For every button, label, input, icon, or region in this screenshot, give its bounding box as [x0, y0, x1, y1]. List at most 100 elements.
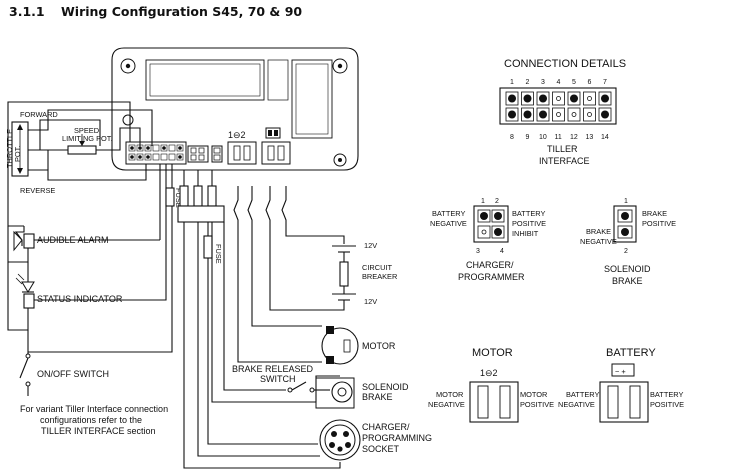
tiller-pin	[570, 94, 578, 103]
battery-section: 12V CIRCUIT BREAKER 12V	[269, 230, 397, 311]
controller-tiller-pins	[128, 144, 184, 161]
tiller-caption-1: TILLER	[547, 144, 578, 154]
socket-label-1: CHARGER/	[362, 422, 410, 432]
tiller-bottom-pin-label: 8	[510, 134, 514, 141]
tiller-interface-pins	[505, 91, 612, 122]
battery-connector: BATTERY − + BATTERY NEGATIVE BATTERY POS…	[558, 347, 684, 423]
controller-tiller-pin-cell	[152, 153, 160, 161]
controller-tiller-pin-cell	[152, 144, 160, 152]
tiller-top-pin-label: 2	[526, 79, 530, 86]
controller-tiller-pin	[130, 155, 134, 159]
fuse-2	[203, 235, 213, 259]
on-off-switch-label: ON/OFF SWITCH	[37, 369, 109, 379]
battery-pos-1: BATTERY	[650, 390, 683, 399]
tiller-pin	[601, 94, 609, 103]
controller-tiller-pin	[162, 146, 166, 150]
throttle-label-1: THROTTLE	[5, 129, 14, 168]
controller-tiller-pin	[146, 146, 150, 150]
speed-pot-label-1: SPEED	[74, 126, 99, 135]
throttle-label-2: POT.	[13, 146, 22, 162]
battery-neg-2: NEGATIVE	[558, 400, 595, 409]
tiller-caption-2: INTERFACE	[539, 156, 590, 166]
controller-tiller-pin	[178, 155, 182, 159]
tiller-bottom-pin-label: 9	[526, 134, 530, 141]
section-number: 3.1.1	[9, 4, 45, 19]
note-line-1: For variant Tiller Interface connection	[20, 404, 168, 414]
fuse-1	[165, 187, 175, 207]
tiller-pin	[539, 94, 547, 103]
speed-limiting-pot	[67, 145, 97, 155]
note-line-2: configurations refer to the	[40, 415, 142, 425]
solenoid-label-1: SOLENOID	[362, 382, 409, 392]
brk-negative-1: BRAKE	[586, 227, 611, 236]
chg-battery-neg-1: BATTERY	[432, 209, 465, 218]
controller-tiller-pin	[178, 146, 182, 150]
chg-caption-2: PROGRAMMER	[458, 272, 525, 282]
brake-switch-label-1: BRAKE RELEASED	[232, 364, 314, 374]
brk-pin-1: 1	[624, 198, 628, 205]
solenoid-brake-connector: 1 2 BRAKE POSITIVE BRAKE NEGATIVE SOLENO…	[580, 198, 676, 286]
motor-conn-title: MOTOR	[472, 347, 513, 359]
chg-battery-neg-2: NEGATIVE	[430, 219, 467, 228]
motor-pos-2: POSITIVE	[520, 400, 554, 409]
connection-details-title: CONNECTION DETAILS	[504, 58, 626, 70]
tiller-pin-empty	[556, 96, 561, 101]
controller-tiller-pin	[138, 146, 142, 150]
tiller-top-pin-label: 6	[588, 79, 592, 86]
status-indicator: STATUS INDICATOR	[7, 164, 167, 331]
tiller-pin	[539, 110, 547, 119]
battery-conn-glyph: − +	[615, 367, 626, 376]
brk-caption-2: BRAKE	[612, 276, 643, 286]
battery-pos-2: POSITIVE	[650, 400, 684, 409]
brake-switch-label-2: SWITCH	[260, 374, 296, 384]
output-plugs	[177, 170, 287, 230]
brk-positive-1: BRAKE	[642, 209, 667, 218]
charger-programming-socket: CHARGER/ PROGRAMMING SOCKET	[183, 222, 432, 469]
page-title: Wiring Configuration S45, 70 & 90	[61, 4, 302, 19]
tiller-bottom-pin-label: 14	[601, 134, 609, 141]
controller-tiller-pin	[138, 155, 142, 159]
battery-neg-1: BATTERY	[566, 390, 599, 399]
chg-caption-1: CHARGER/	[466, 260, 514, 270]
battery-conn-title: BATTERY	[606, 347, 656, 359]
fuse-label-1: FUSE	[174, 188, 183, 208]
tiller-bottom-pin-label: 12	[570, 134, 578, 141]
tiller-pin	[523, 110, 532, 119]
motor: MOTOR	[237, 230, 396, 365]
controller-tiller-pin-cell	[168, 153, 176, 161]
chg-battery-pos-2: POSITIVE	[512, 219, 546, 228]
tiller-pin	[508, 94, 516, 103]
tiller-pin-empty	[571, 112, 577, 117]
tiller-bottom-pin-label: 13	[586, 134, 594, 141]
circuit-breaker	[339, 261, 349, 287]
socket-label-3: SOCKET	[362, 444, 400, 454]
brake-switch-and-solenoid: BRAKE RELEASED SWITCH SOLENOID BRAKE	[211, 222, 409, 409]
brk-negative-2: NEGATIVE	[580, 237, 617, 246]
controller-unit: 1⊖2	[111, 47, 359, 171]
tiller-top-pin-label: 3	[541, 79, 545, 86]
controller-tiller-pin-cell	[168, 144, 176, 152]
socket-label-2: PROGRAMMING	[362, 433, 432, 443]
audible-alarm-label: AUDIBLE ALARM	[37, 235, 109, 245]
brk-caption-1: SOLENOID	[604, 264, 651, 274]
motor-neg-1: MOTOR	[436, 390, 463, 399]
tiller-pin-empty	[556, 112, 561, 117]
battery-top-voltage: 12V	[364, 241, 377, 250]
motor-pos-1: MOTOR	[520, 390, 547, 399]
tiller-pin	[508, 110, 516, 119]
controller-brake-connector	[211, 145, 223, 163]
speed-pot-section: THROTTLE POT. FORWARD REVERSE SPEED LIMI…	[5, 109, 153, 195]
controller-tiller-pin-cell	[160, 153, 168, 161]
chg-pin-2: 2	[495, 198, 499, 205]
forward-label: FORWARD	[20, 110, 58, 119]
chg-pin-3: 3	[476, 248, 480, 255]
brk-positive-2: POSITIVE	[642, 219, 676, 228]
chg-pin-4: 4	[500, 248, 504, 255]
speed-pot-label-2: LIMITING POT.	[62, 134, 113, 143]
tiller-pin	[601, 110, 609, 119]
breaker-label-2: BREAKER	[362, 272, 397, 281]
